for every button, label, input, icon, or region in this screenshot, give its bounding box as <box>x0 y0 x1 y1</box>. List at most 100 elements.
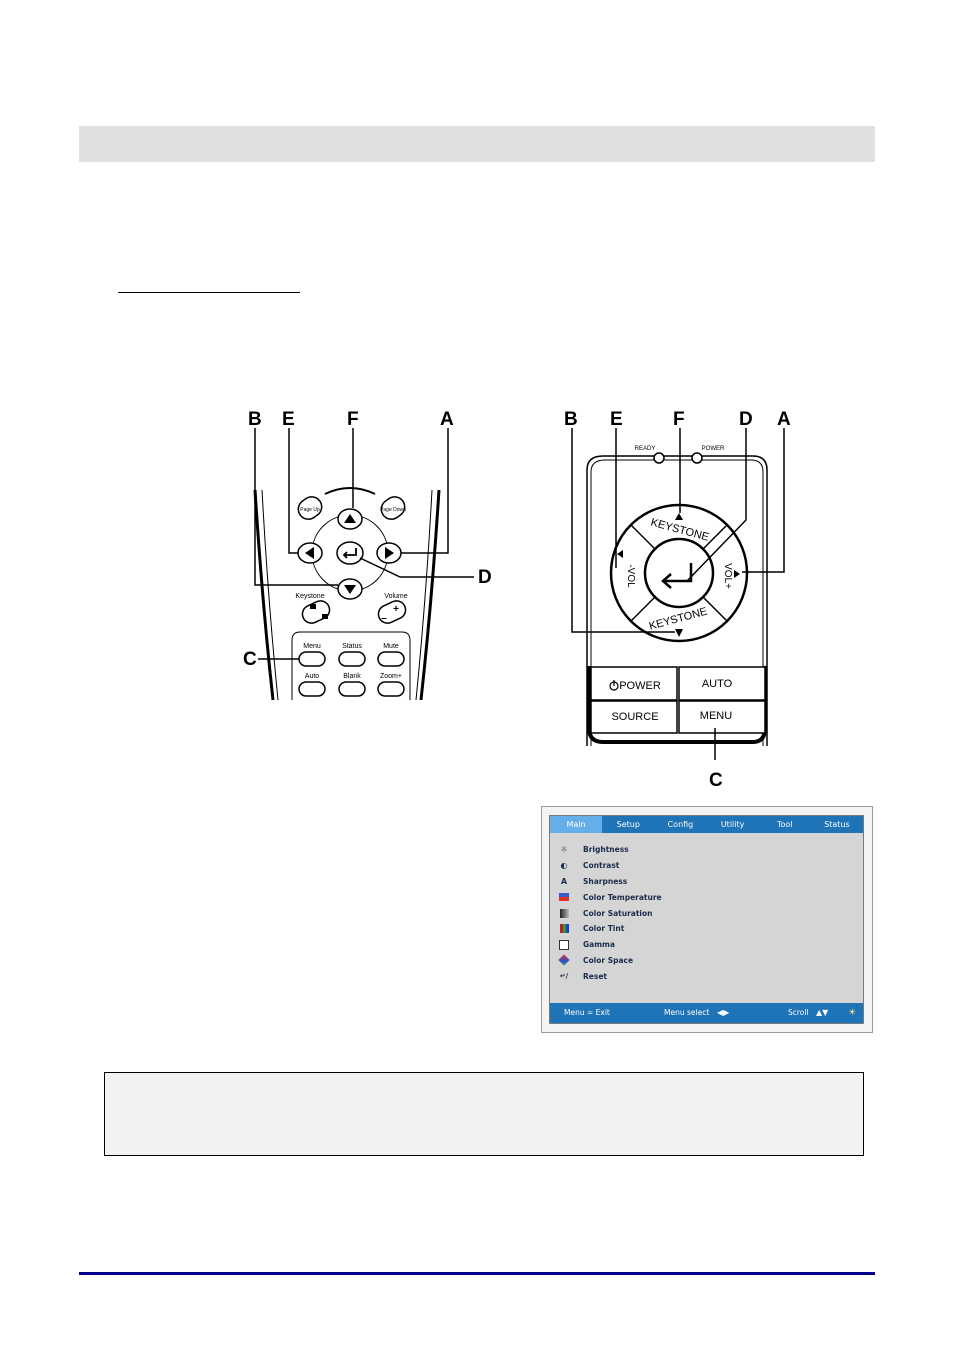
power-led <box>691 452 703 464</box>
contrast-icon: ◐ <box>560 861 568 871</box>
status-label: Status <box>342 643 362 650</box>
tab-utility[interactable]: Utility <box>720 820 745 829</box>
callout-f-remote: F <box>347 409 359 430</box>
callout-c-remote: C <box>243 649 257 670</box>
volume-minus-label: – <box>381 613 387 624</box>
menu-label: MENU <box>700 710 732 722</box>
auto-label: AUTO <box>702 678 733 690</box>
keystone-label: Keystone <box>295 593 324 600</box>
reset-icon: ↵/ <box>559 972 569 981</box>
keystone-up-icon <box>310 604 316 609</box>
callout-d-keypad: D <box>739 409 753 430</box>
callout-c-keypad: C <box>709 770 723 791</box>
osd-status-bar: Menu = Exit Menu select ◀▶ Scroll ▲▼ ☀ <box>550 1003 863 1023</box>
vol-right-icon <box>734 570 740 578</box>
footer-rule <box>79 1272 875 1275</box>
right-arrow-icon <box>385 547 394 559</box>
note-box <box>104 1072 864 1156</box>
keystone-down-icon <box>675 629 683 637</box>
osd-tab-bar: Main Setup Config Utility Tool Status <box>550 816 863 833</box>
menu-item-color-space[interactable]: Color Space <box>558 953 848 969</box>
exit-hint: Menu = Exit <box>564 1008 610 1017</box>
ready-led <box>653 452 665 464</box>
up-arrow-icon <box>344 514 356 523</box>
menu-button[interactable] <box>678 700 766 734</box>
callout-e-remote: E <box>282 409 295 430</box>
enter-button[interactable] <box>643 537 715 609</box>
tab-tool[interactable]: Tool <box>777 820 793 829</box>
mute-button[interactable] <box>377 651 405 667</box>
tab-setup[interactable]: Setup <box>616 820 640 829</box>
color-temperature-icon <box>558 892 570 902</box>
auto-button[interactable] <box>298 681 326 697</box>
callout-b-keypad: B <box>564 409 578 430</box>
gamma-icon <box>558 939 570 950</box>
remote-control-figure: Page Up Page Down Keystone Volume + – Me… <box>230 400 510 710</box>
blank-button[interactable] <box>338 681 366 697</box>
heading-underline <box>118 292 300 293</box>
color-saturation-icon <box>558 908 570 918</box>
down-arrow-icon <box>344 585 356 594</box>
menu-item-color-temperature[interactable]: Color Temperature <box>558 889 848 905</box>
zoom-button[interactable] <box>377 681 405 697</box>
menu-button[interactable] <box>298 651 326 667</box>
section-header-bar <box>79 126 875 162</box>
ready-label: READY <box>635 446 656 452</box>
tab-config[interactable]: Config <box>667 820 694 829</box>
menu-item-reset[interactable]: ↵/Reset <box>559 971 607 981</box>
source-button[interactable] <box>590 700 678 734</box>
mute-label: Mute <box>383 643 399 650</box>
volume-plus-label: + <box>393 604 399 615</box>
menu-label: Menu <box>303 643 321 650</box>
power-button[interactable] <box>590 666 678 701</box>
power-led-label: POWER <box>702 446 725 452</box>
auto-button[interactable] <box>678 666 766 701</box>
page-up-label: Page Up <box>300 507 320 513</box>
menu-item-color-saturation[interactable]: Color Saturation <box>558 905 848 921</box>
keystone-up-icon <box>675 513 683 520</box>
enter-button[interactable] <box>336 541 364 565</box>
page-down-label: Page Down <box>380 507 406 513</box>
up-down-arrows-icon: ▲▼ <box>816 1008 829 1017</box>
menu-item-gamma[interactable]: Gamma <box>558 937 848 953</box>
volume-label: Volume <box>384 593 407 600</box>
volume-button[interactable] <box>376 598 409 626</box>
select-hint: Menu select <box>664 1008 710 1017</box>
menu-item-color-tint[interactable]: Color Tint <box>558 921 848 937</box>
callout-f-keypad: F <box>673 409 685 430</box>
sharpness-icon: A <box>560 876 568 886</box>
status-button[interactable] <box>338 651 366 667</box>
tab-main[interactable]: Main <box>550 816 603 833</box>
scroll-hint: Scroll <box>788 1008 809 1017</box>
menu-item-contrast[interactable]: ◐Contrast <box>558 858 848 874</box>
source-label: SOURCE <box>611 711 658 723</box>
vol-minus-label[interactable]: -VOL <box>625 564 636 588</box>
callout-a-remote: A <box>440 409 454 430</box>
blank-label: Blank <box>343 673 361 680</box>
auto-label: Auto <box>305 673 320 680</box>
sun-icon: ☼ <box>560 845 568 855</box>
color-space-icon <box>558 954 570 967</box>
left-right-arrows-icon: ◀▶ <box>717 1008 730 1017</box>
callout-e-keypad: E <box>610 409 623 430</box>
color-tint-icon <box>558 924 570 934</box>
zoom-label: Zoom+ <box>380 673 402 680</box>
vol-plus-label[interactable]: VOL+ <box>722 563 733 589</box>
callout-a-keypad: A <box>777 409 791 430</box>
callout-b-remote: B <box>248 409 262 430</box>
vol-left-icon <box>617 550 623 558</box>
osd-menu: Main Setup Config Utility Tool Status ☼B… <box>549 815 864 1024</box>
keystone-button[interactable] <box>300 598 333 626</box>
enter-icon <box>661 563 693 589</box>
lamp-icon: ☀ <box>848 1008 857 1018</box>
tab-status[interactable]: Status <box>824 820 850 829</box>
left-arrow-icon <box>305 547 314 559</box>
keystone-down-icon <box>322 614 328 619</box>
enter-icon <box>342 548 357 559</box>
keypad-figure: READY POWER KEYSTONE KEYSTONE -VOL VOL+ … <box>555 400 805 766</box>
callout-d-remote: D <box>478 567 492 588</box>
menu-item-brightness[interactable]: ☼Brightness <box>558 842 848 858</box>
power-label: POWER <box>619 680 661 692</box>
